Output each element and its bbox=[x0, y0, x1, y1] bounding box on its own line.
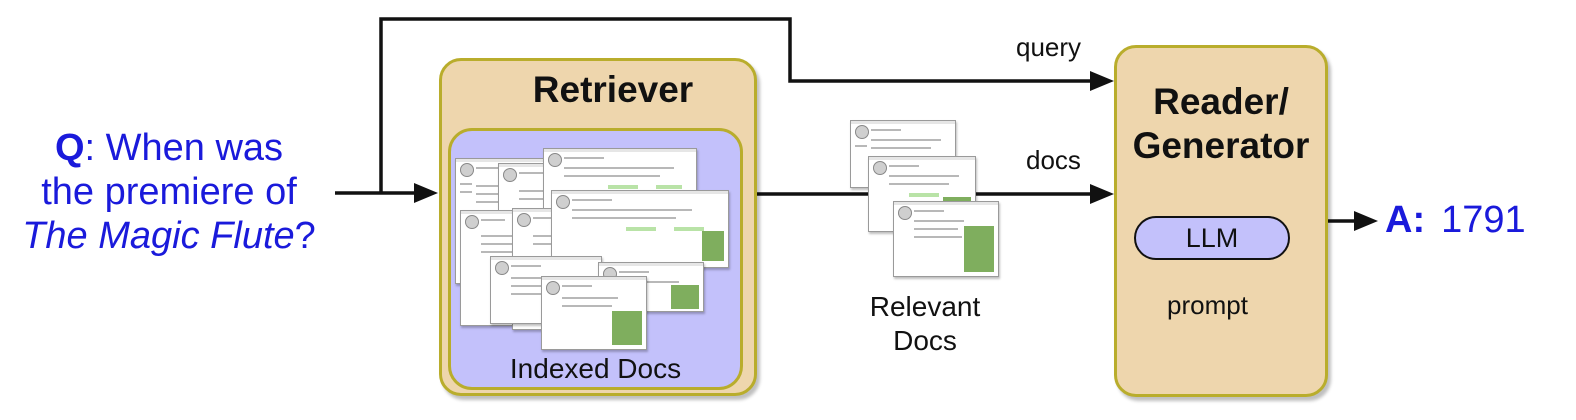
reader-title-line-1: Reader/ bbox=[1153, 81, 1289, 122]
question-q-label: Q bbox=[54, 127, 85, 169]
relevant-docs-label-line-1: Relevant bbox=[869, 291, 981, 322]
answer-a-label: A: bbox=[1385, 199, 1426, 241]
question-line-1-text: : When was bbox=[84, 127, 284, 169]
question-line-2: the premiere of bbox=[41, 171, 297, 213]
query-edge-label: query bbox=[1016, 32, 1082, 62]
retriever-title: Retriever bbox=[532, 69, 694, 110]
prompt-label: prompt bbox=[1167, 290, 1248, 320]
query-bypass-arrow bbox=[379, 17, 1114, 193]
question-text: Q: When was the premiere of The Magic Fl… bbox=[10, 126, 328, 258]
docs-edge-label: docs bbox=[1026, 145, 1081, 175]
question-line-1: Q: When was bbox=[10, 126, 328, 170]
reader-title-line-2: Generator bbox=[1132, 125, 1310, 166]
answer-value: 1791 bbox=[1441, 199, 1526, 241]
indexed-docs-label: Indexed Docs bbox=[509, 353, 682, 384]
question-title-italic: The Magic Flute bbox=[22, 215, 295, 257]
question-mark: ? bbox=[294, 215, 316, 257]
reader-to-answer-arrow bbox=[1328, 211, 1378, 231]
wiki-doc-icon bbox=[541, 276, 647, 350]
question-to-retriever-arrow bbox=[335, 183, 438, 203]
answer-text: A: 1791 bbox=[1385, 198, 1526, 242]
reader-generator-title: Reader/ Generator bbox=[1114, 80, 1328, 168]
relevant-docs-label-line-2: Docs bbox=[893, 325, 957, 356]
question-line-3: The Magic Flute? bbox=[10, 214, 328, 258]
llm-pill: LLM bbox=[1134, 216, 1290, 260]
relevant-docs-label: Relevant Docs bbox=[830, 290, 1020, 358]
wiki-doc-icon bbox=[893, 201, 999, 277]
